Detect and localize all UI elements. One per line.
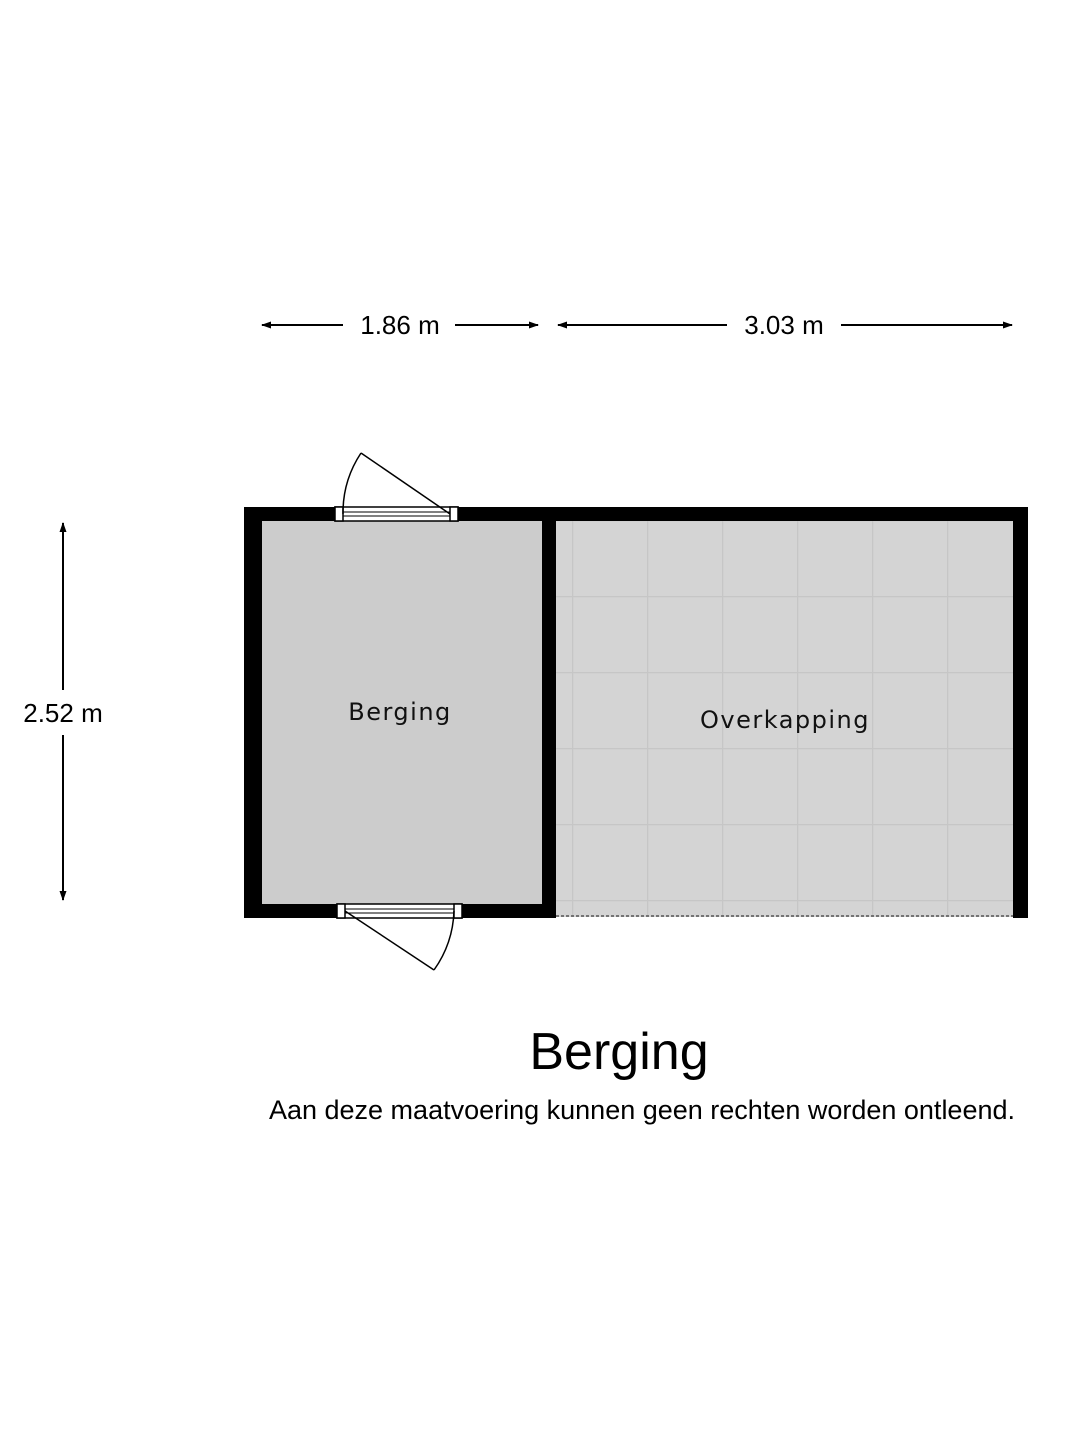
canopy-floor [556,521,1013,917]
room-label-canopy: Overkapping [700,706,870,734]
door-top [334,452,459,522]
dimension-width-left-label: 1.86 m [360,310,440,340]
wall-top-left [244,507,335,521]
wall-top-right [458,507,1028,521]
wall-right [1013,507,1028,918]
dimension-height-label: 2.52 m [23,698,103,728]
storage-floor [262,521,542,904]
dimension-width-right: 3.03 m [557,310,1013,340]
dimension-width-left: 1.86 m [261,310,539,340]
caption-title: Berging [529,1023,708,1081]
wall-bottom-left [244,904,337,918]
caption-disclaimer: Aan deze maatvoering kunnen geen rechten… [269,1095,1015,1125]
door-bottom [336,903,463,971]
wall-left [244,507,262,918]
room-label-storage: Berging [348,698,452,726]
dimension-height: 2.52 m [23,522,103,901]
wall-divider [542,507,556,918]
dimension-width-right-label: 3.03 m [744,310,824,340]
walls [244,507,1028,918]
wall-bottom-right [462,904,556,918]
